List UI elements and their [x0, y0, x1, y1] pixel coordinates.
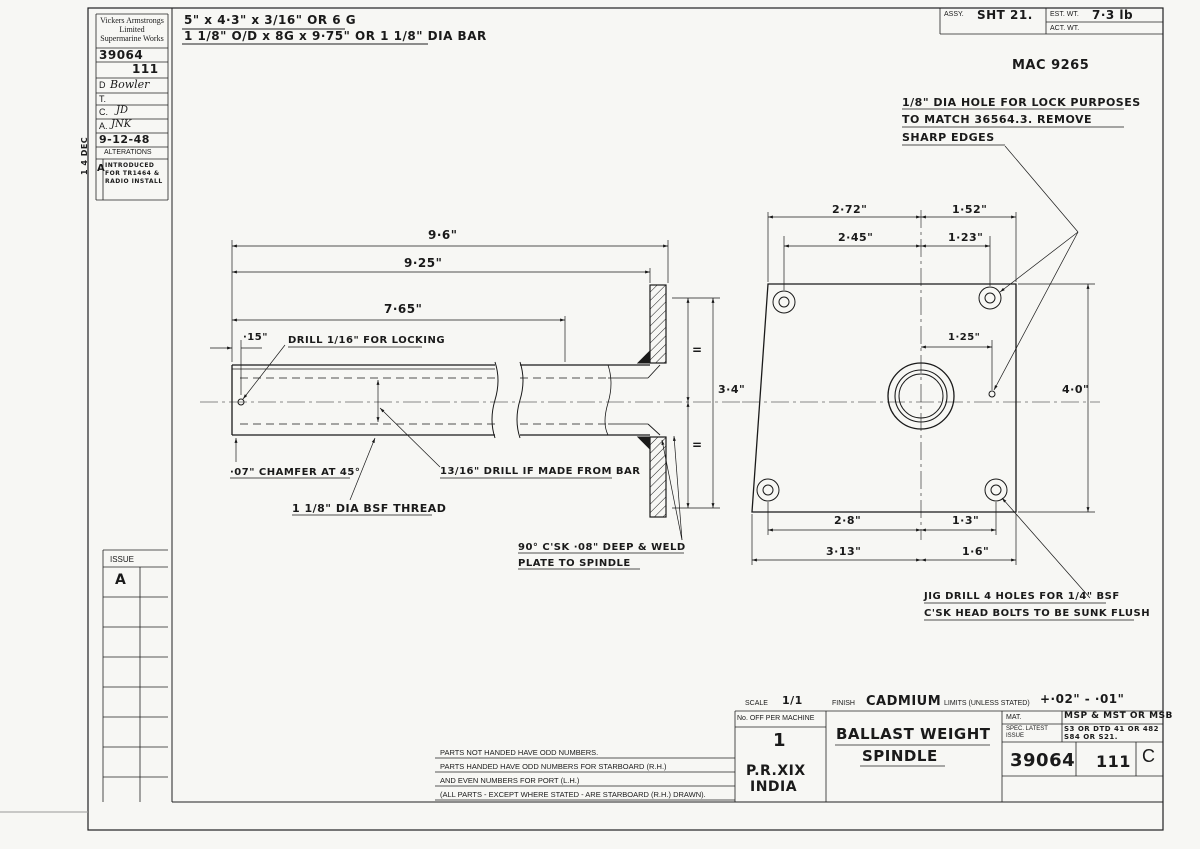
dim-2-45: 2·45" — [838, 231, 874, 244]
spindle-side-view — [200, 284, 740, 518]
d-label: D — [99, 80, 106, 90]
left-sheet-number: 111 — [132, 62, 159, 76]
c-signature: JD — [116, 105, 129, 116]
drawing-title-line-1: BALLAST WEIGHT — [836, 725, 991, 743]
drill-bar-note: 13/16" DRILL IF MADE FROM BAR — [440, 466, 641, 477]
dim-9-6: 9·6" — [428, 228, 458, 242]
chamfer-note: ·07" CHAMFER AT 45° — [230, 467, 361, 478]
handed-note-3: AND EVEN NUMBERS FOR PORT (L.H.) — [440, 776, 580, 785]
spec-label: SPEC. LATEST ISSUE — [1006, 726, 1048, 739]
alterations-label: ALTERATIONS — [104, 149, 152, 156]
lock-hole-note-1: 1/8" DIA HOLE FOR LOCK PURPOSES — [902, 96, 1141, 109]
dim-9-25: 9·25" — [404, 256, 443, 270]
d-signature: Bowler — [110, 78, 150, 91]
material-line-2: 1 1/8" O/D x 8G x 9·75" OR 1 1/8" DIA BA… — [184, 29, 487, 43]
side-view-dimensions — [210, 240, 720, 570]
dim-1-25: 1·25" — [948, 332, 981, 343]
handed-note-1: PARTS NOT HANDED HAVE ODD NUMBERS. — [440, 748, 599, 757]
handed-note-2: PARTS HANDED HAVE ODD NUMBERS FOR STARBO… — [440, 762, 667, 771]
thread-note: 1 1/8" DIA BSF THREAD — [292, 502, 447, 515]
a-label: A. — [99, 121, 108, 131]
issue-label: ISSUE — [110, 555, 135, 564]
mat-label: MAT. — [1006, 714, 1022, 721]
mac-number: MAC 9265 — [1012, 58, 1090, 73]
dim-2-8: 2·8" — [834, 514, 862, 527]
plate-front-view — [742, 210, 1100, 540]
issue-value: A — [115, 572, 127, 588]
material-line-1: 5" x 4·3" x 3/16" OR 6 G — [184, 13, 357, 27]
dim-1-6: 1·6" — [962, 545, 990, 558]
lock-hole-note-2: TO MATCH 36564.3. REMOVE — [902, 113, 1093, 126]
scale-label: SCALE — [745, 700, 768, 707]
left-date: 9-12-48 — [99, 133, 150, 146]
no-off-label: No. OFF PER MACHINE — [737, 715, 815, 722]
est-wt-value: 7·3 lb — [1092, 8, 1134, 22]
scale-value: 1/1 — [782, 694, 803, 707]
dim-1-52: 1·52" — [952, 203, 988, 216]
drill-locking-note: DRILL 1/16" FOR LOCKING — [288, 335, 446, 346]
left-info-block — [95, 13, 169, 802]
spec-value: S3 OR DTD 41 OR 482 S84 OR S21. — [1064, 725, 1160, 741]
dim-equal-upper: = — [692, 343, 703, 357]
finish-value: CADMIUM — [866, 694, 942, 709]
dim-3-13: 3·13" — [826, 545, 862, 558]
title-block-grid — [435, 710, 1163, 802]
c-label: C. — [99, 107, 108, 117]
plate-dimensions — [751, 108, 1134, 621]
dim-0-15: ·15" — [243, 332, 268, 343]
dim-3-4: 3·4" — [718, 383, 746, 396]
t-label: T. — [99, 94, 107, 104]
title-issue: C — [1142, 746, 1155, 766]
jig-drill-note-2: C'SK HEAD BOLTS TO BE SUNK FLUSH — [924, 608, 1151, 619]
aircraft-mark: P.R.XIX — [746, 763, 806, 779]
left-drawing-number: 39064 — [99, 48, 144, 62]
received-stamp: 1 4 DEC — [80, 136, 89, 175]
dim-4-0: 4·0" — [1062, 383, 1090, 396]
dim-7-65: 7·65" — [384, 302, 423, 316]
limits-value: +·02" - ·01" — [1040, 692, 1125, 706]
csk-weld-note-2: PLATE TO SPINDLE — [518, 558, 631, 569]
company-name: Vickers Armstrongs Limited Supermarine W… — [100, 16, 164, 43]
drawing-title-line-2: SPINDLE — [862, 747, 938, 765]
aircraft-variant: INDIA — [750, 779, 798, 795]
dim-1-3: 1·3" — [952, 514, 980, 527]
est-wt-label: EST. WT. — [1050, 11, 1079, 18]
title-sheet-number: 111 — [1096, 752, 1131, 771]
assy-value: SHT 21. — [977, 8, 1033, 22]
csk-weld-note-1: 90° C'SK ·08" DEEP & WELD — [518, 542, 686, 553]
lock-hole-note-3: SHARP EDGES — [902, 131, 995, 144]
finish-label: FINISH — [832, 700, 855, 707]
dim-2-72: 2·72" — [832, 203, 868, 216]
handed-note-4: (ALL PARTS - EXCEPT WHERE STATED - ARE S… — [440, 790, 706, 799]
title-drawing-number: 39064 — [1010, 750, 1076, 771]
alteration-letter: A — [97, 163, 106, 174]
no-off-value: 1 — [773, 730, 787, 751]
jig-drill-note-1: JIG DRILL 4 HOLES FOR 1/4" BSF — [924, 591, 1120, 602]
assy-label: ASSY. — [944, 11, 964, 18]
sheet-border — [87, 7, 1164, 831]
act-wt-label: ACT. WT. — [1050, 25, 1080, 32]
dim-equal-lower: = — [692, 438, 703, 452]
a-signature: JNK — [111, 119, 132, 130]
mat-value: MSP & MST OR MSB — [1064, 711, 1173, 721]
alteration-text: INTRODUCED FOR TR1464 & RADIO INSTALL — [105, 162, 163, 185]
limits-label: LIMITS (UNLESS STATED) — [944, 700, 1030, 707]
dim-1-23: 1·23" — [948, 231, 984, 244]
